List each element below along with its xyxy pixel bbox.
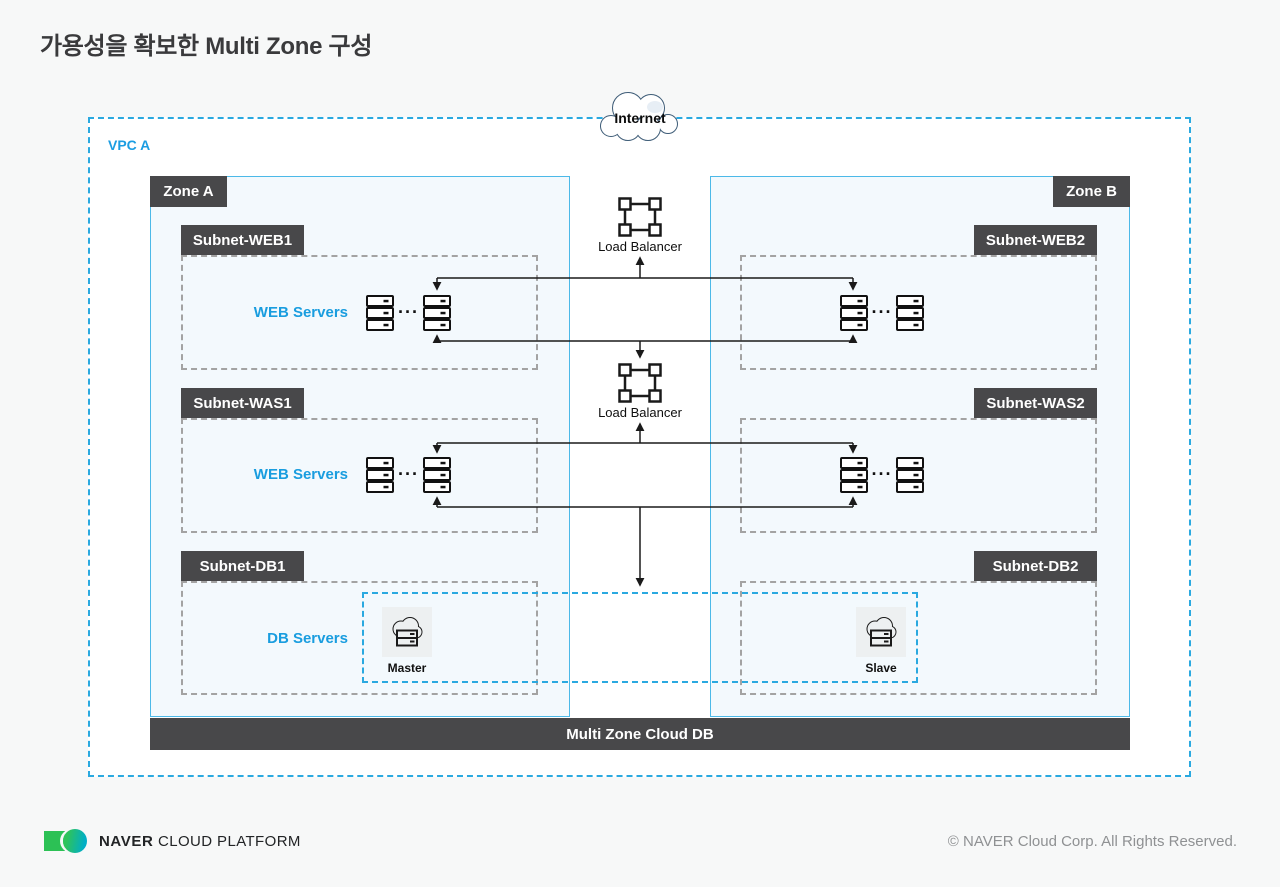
slave-db-node xyxy=(856,607,906,657)
zone-a-box xyxy=(150,176,570,717)
subnet-web2-tag: Subnet-WEB2 xyxy=(974,225,1097,255)
master-db-node xyxy=(382,607,432,657)
ellipsis: ··· xyxy=(398,464,419,484)
load-balancer-icon xyxy=(618,197,662,237)
internet-label: Internet xyxy=(614,110,666,126)
ellipsis: ··· xyxy=(871,302,893,322)
was-servers-label: WEB Servers xyxy=(253,466,348,483)
load-balancer-icon xyxy=(618,363,662,403)
multi-zone-cloud-db-bar: Multi Zone Cloud DB xyxy=(150,718,1130,750)
zone-b-box xyxy=(710,176,1130,717)
server-stack-icon xyxy=(423,457,451,493)
subnet-was2-tag: Subnet-WAS2 xyxy=(974,388,1097,418)
server-stack-icon xyxy=(423,295,451,331)
load-balancer-label: Load Balancer xyxy=(598,405,682,420)
zone-a-tag: Zone A xyxy=(150,176,227,207)
master-label: Master xyxy=(387,661,427,675)
subnet-web1-tag: Subnet-WEB1 xyxy=(181,225,304,255)
subnet-db2-tag: Subnet-DB2 xyxy=(974,551,1097,581)
subnet-web2-box xyxy=(740,255,1097,370)
ellipsis: ··· xyxy=(398,302,419,322)
subnet-db1-tag: Subnet-DB1 xyxy=(181,551,304,581)
zone-b-tag: Zone B xyxy=(1053,176,1130,207)
cloud-db-icon xyxy=(392,617,423,647)
ellipsis: ··· xyxy=(871,464,893,484)
naver-cloud-platform-logo: NAVER CLOUD PLATFORM xyxy=(44,826,301,856)
logo-rest: CLOUD PLATFORM xyxy=(157,832,301,850)
logo-square-icon xyxy=(44,831,65,851)
server-stack-icon xyxy=(366,295,394,331)
page-title: 가용성을 확보한 Multi Zone 구성 xyxy=(40,33,373,60)
subnet-db2-box xyxy=(740,581,1097,695)
server-stack-icon xyxy=(840,457,868,493)
server-stack-icon xyxy=(896,457,924,493)
logo-text: NAVER CLOUD PLATFORM xyxy=(99,833,301,850)
subnet-web1-box xyxy=(181,255,538,370)
web-servers-label: WEB Servers xyxy=(253,304,348,321)
logo-circle-icon xyxy=(63,829,87,853)
load-balancer-label: Load Balancer xyxy=(598,239,682,254)
db-servers-label: DB Servers xyxy=(267,630,348,647)
cloud-db-group-box xyxy=(362,592,918,683)
server-stack-icon xyxy=(366,457,394,493)
logo-naver: NAVER xyxy=(99,832,154,850)
copyright-text: © NAVER Cloud Corp. All Rights Reserved. xyxy=(947,832,1237,850)
cloud-db-icon xyxy=(866,617,897,647)
server-stack-icon xyxy=(840,295,868,331)
subnet-was1-tag: Subnet-WAS1 xyxy=(181,388,304,418)
subnet-was2-box xyxy=(740,418,1097,533)
subnet-db1-box xyxy=(181,581,538,695)
subnet-was1-box xyxy=(181,418,538,533)
vpc-label: VPC A xyxy=(108,137,151,153)
slave-label: Slave xyxy=(865,661,897,675)
cloud-icon xyxy=(600,92,678,141)
internet-node: Internet xyxy=(595,84,685,152)
server-stack-icon xyxy=(896,295,924,331)
